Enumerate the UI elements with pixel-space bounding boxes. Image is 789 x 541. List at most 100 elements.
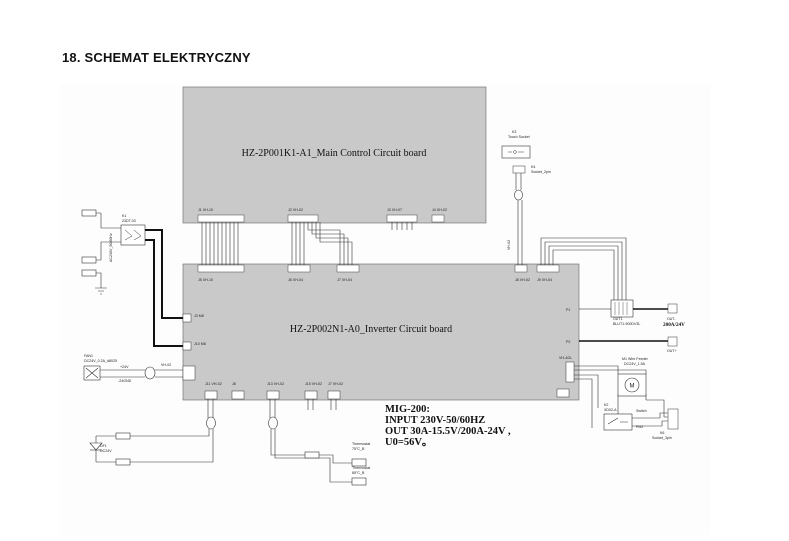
out-rating-label: 200A/24V	[663, 322, 685, 328]
connector-j17	[182, 365, 196, 381]
touch-socket-k3	[501, 145, 531, 159]
k3-label: K3	[512, 130, 516, 134]
terminal-out-plus	[667, 336, 678, 347]
fan1	[83, 365, 101, 381]
inverter-circuit-board	[182, 263, 580, 401]
main-control-board	[182, 86, 487, 224]
spec-model: MIG-200:	[385, 404, 430, 415]
main-j3-label: J3 XH-07	[387, 208, 402, 212]
inverter-board-label: HZ-2P002N1-A0_Inverter Circuit board	[290, 324, 452, 335]
pm2-label: PM2	[636, 425, 643, 429]
inv-j9-label: J9 XH-04	[537, 278, 552, 282]
cn-vh2-top: VH-02	[507, 240, 511, 250]
svg-text:M: M	[630, 384, 635, 390]
spec-output: OUT 30A-15.5V/200A-24V ,	[385, 426, 511, 437]
connector-j15	[327, 390, 341, 400]
switch-label: Switch	[636, 409, 647, 413]
connector-j14	[304, 390, 318, 400]
connector-j7-inv	[336, 264, 360, 273]
power-leads-k1	[145, 229, 183, 347]
connector-j1-main	[197, 214, 245, 223]
inv-j13-label: J13 VH-02	[267, 382, 284, 386]
fan-wiring	[100, 366, 183, 380]
inv-j7-label: J7 XH-04	[337, 278, 352, 282]
ac-input-label: AC230V_50/60Hz	[109, 233, 113, 262]
inv-j11-label: J11 VH-02	[205, 382, 222, 386]
connector-j8-inv	[514, 264, 528, 273]
connector-j13	[266, 390, 280, 400]
wire-feeder-motor: M	[617, 373, 647, 397]
thermostat1-label: Thermostat	[352, 442, 370, 446]
k6-wiring	[632, 399, 668, 427]
out-minus-label: OUT-	[667, 317, 676, 321]
main-j4-label: J4 XH-02	[432, 208, 447, 212]
connector-j5-inv	[197, 264, 245, 273]
socket-k4	[512, 165, 526, 174]
df1-label: DF1	[100, 444, 107, 448]
k6-label: K6	[660, 431, 664, 435]
switch-k2	[603, 413, 633, 431]
k4-label: K4	[531, 165, 535, 169]
k3-caption: Touch Socket	[508, 135, 530, 139]
wire-k4-j8	[514, 173, 523, 265]
wire-feeder-label: M1 Wire Feeder	[622, 357, 649, 361]
socket-k6	[667, 408, 679, 430]
connector-j3-main	[386, 214, 418, 223]
ribbon-j2-j6-j7	[291, 222, 353, 265]
terminal-out-minus	[667, 303, 678, 314]
k1-label: K1	[122, 214, 126, 218]
output-wiring	[579, 308, 668, 342]
inv-j5-label: J5 XH-10	[198, 278, 213, 282]
spec-voltage: U0=56V。	[385, 437, 432, 448]
fan-plus-label: +24V	[120, 365, 129, 369]
thermostat2-label: Thermostat	[352, 466, 370, 470]
connector-j2-main	[287, 214, 319, 223]
fan-label: FAN1	[84, 354, 93, 358]
k2-part: XD02-A	[604, 408, 617, 412]
inv-j12-label: J8	[232, 382, 236, 386]
terminal-p2: P2	[566, 340, 570, 344]
terminal-j3	[182, 313, 192, 323]
wires-j3	[391, 222, 413, 230]
inv-j8-label: J8 VH-02	[515, 278, 530, 282]
j10-m8-label: J10 M8	[194, 342, 206, 346]
df1-device	[89, 442, 103, 451]
terminal-p1: P1	[566, 308, 570, 312]
inv-vh4-label: VH-4/2L	[559, 356, 572, 360]
k6-caption: Socket_3pin	[652, 436, 672, 440]
thermostat2-rating: 85°C_B	[352, 471, 365, 475]
wire-feeder-spec: DC24V_1.5A	[624, 362, 646, 366]
ac-input-wiring	[81, 209, 121, 295]
inv-j6-label: J6 XH-04	[288, 278, 303, 282]
page-heading: 18. SCHEMAT ELEKTRYCZNY	[62, 50, 251, 65]
connector-j9-inv	[536, 264, 560, 273]
k1-part-label: 23DT-03	[122, 219, 136, 223]
out-module-label: OUT1	[613, 317, 623, 321]
out-plus-label: OUT+	[667, 349, 677, 353]
terminal-j10	[182, 341, 192, 351]
output-module-out1	[610, 299, 634, 318]
thermostat-wiring	[268, 399, 367, 486]
out-module-part: BLUT1-900DV3L	[613, 322, 640, 326]
k4-caption: Socket_2pin	[531, 170, 551, 174]
connector-j16	[556, 388, 570, 398]
j3-m8-label: J3 M8	[194, 314, 204, 318]
fan-minus-label: -24GND	[118, 379, 132, 383]
connector-j4-main	[431, 214, 445, 223]
fan-spec-label: DC24V_0.2A_#8025	[84, 359, 117, 363]
bottom-short-wires	[307, 399, 337, 410]
cn-vh2-fan: VH-02	[161, 363, 171, 367]
spec-block: MIG-200: INPUT 230V-50/60HZ OUT 30A-15.5…	[385, 404, 511, 448]
df1-spec: DC24V	[100, 449, 112, 453]
k2-label: K2	[604, 403, 608, 407]
inv-j14-label: J15 VH-02	[305, 382, 322, 386]
wires-j9-out1	[540, 237, 627, 300]
switch-k1	[120, 224, 146, 246]
inv-j15-label: J7 VH-02	[328, 382, 343, 386]
ribbon-j1-j5	[201, 222, 239, 265]
main-j1-label: J1 XH-10	[198, 208, 213, 212]
thermostat1-rating: 75°C_B	[352, 447, 365, 451]
connector-vh4	[565, 361, 575, 383]
connector-j6-inv	[287, 264, 311, 273]
